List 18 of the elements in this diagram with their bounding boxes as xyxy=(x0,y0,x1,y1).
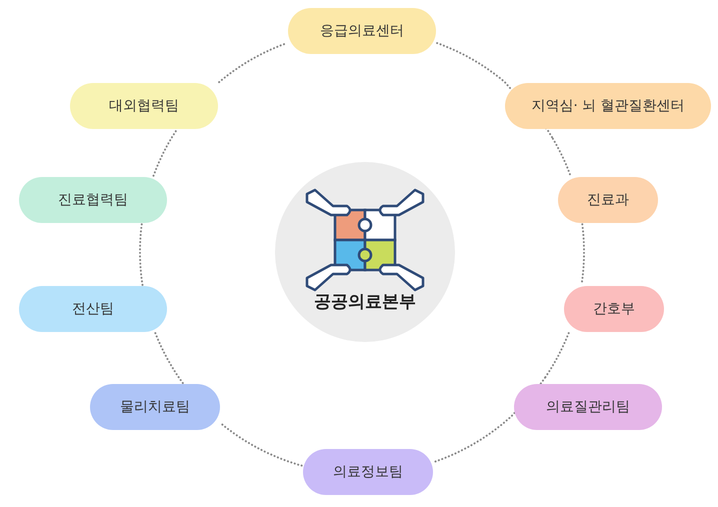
dotted-connector xyxy=(552,138,572,177)
dotted-connector xyxy=(139,223,144,286)
department-pill: 의료정보팀 xyxy=(303,449,433,495)
dotted-connector xyxy=(152,129,178,177)
department-pill: 진료협력팀 xyxy=(19,177,167,223)
department-pill: 물리치료팀 xyxy=(90,384,220,430)
department-pill: 의료질관리팀 xyxy=(514,384,662,430)
center-title: 공공의료본부 xyxy=(313,291,417,313)
department-pill: 대외협력팀 xyxy=(70,83,218,129)
department-pill: 지역심· 뇌 혈관질환센터 xyxy=(505,83,711,129)
department-pill: 진료과 xyxy=(558,177,658,223)
dotted-connector xyxy=(218,42,288,84)
dotted-connector xyxy=(544,332,570,379)
dotted-connector xyxy=(220,422,303,467)
department-pill: 간호부 xyxy=(564,286,664,332)
dotted-connector xyxy=(154,332,184,384)
department-pill: 전산팀 xyxy=(19,286,167,332)
department-pill: 응급의료센터 xyxy=(288,8,436,54)
